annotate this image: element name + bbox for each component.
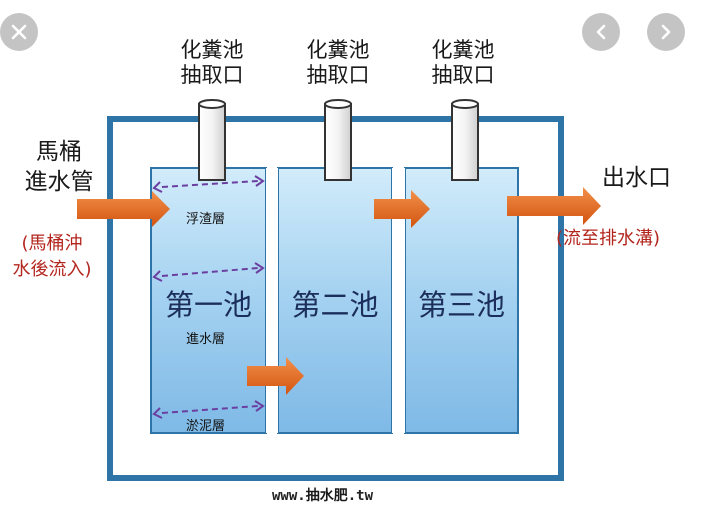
inlet-label-line2: 進水管: [24, 169, 94, 195]
pipe-1: [198, 99, 226, 181]
inlet-label: 馬桶 進水管: [14, 137, 104, 197]
inlet-arrow: [77, 191, 170, 227]
chamber-third-label: 第三池: [417, 288, 505, 322]
footer-url-prefix: www.: [272, 488, 306, 504]
scum-layer-label: 浮渣層: [186, 212, 226, 227]
sludge-layer-label: 淤泥層: [186, 419, 226, 434]
pipe-label-3-line1: 化糞池: [431, 38, 495, 62]
chamber-first-label: 第一池: [164, 288, 252, 322]
inlet-label-line1: 馬桶: [36, 139, 82, 165]
transfer-arrow-high: [374, 190, 430, 228]
pipe-label-1: 化糞池 抽取口: [157, 38, 267, 88]
footer-brand: 抽水肥: [305, 488, 348, 504]
pipe-label-1-line2: 抽取口: [180, 63, 244, 87]
pipe-label-2: 化糞池 抽取口: [283, 38, 393, 88]
outlet-arrow: [507, 187, 601, 225]
next-button[interactable]: [647, 13, 685, 51]
partition-wall-1: [266, 168, 278, 433]
partition-wall-2: [392, 168, 405, 433]
scum-layer-arrow: [152, 175, 265, 193]
outlet-note: (流至排水溝): [556, 228, 661, 249]
inlet-note-line1: (馬桶沖: [21, 233, 83, 254]
pipe-label-3-line2: 抽取口: [431, 63, 495, 87]
pipe-label-2-line1: 化糞池: [306, 38, 370, 62]
pipe-label-1-line1: 化糞池: [180, 38, 244, 62]
inlet-note-line2: 水後流入): [12, 259, 92, 280]
water-layer-label: 進水層: [186, 332, 226, 347]
pipe-label-2-line2: 抽取口: [306, 63, 370, 87]
inlet-note: (馬桶沖 水後流入): [2, 231, 102, 283]
pipe-2: [324, 99, 352, 181]
water-layer-arrow: [152, 262, 265, 282]
chamber-second-label: 第二池: [291, 288, 379, 322]
transfer-arrow-low: [247, 357, 304, 395]
sludge-layer-arrow: [152, 400, 265, 419]
chevron-right-icon: [661, 24, 671, 40]
outlet-label: 出水口: [602, 165, 671, 191]
pipe-label-3: 化糞池 抽取口: [408, 38, 518, 88]
close-button[interactable]: [0, 13, 38, 51]
footer-url-suffix: .tw: [347, 488, 374, 504]
footer-url: www.抽水肥.tw: [272, 485, 373, 505]
close-icon: [11, 24, 27, 40]
pipe-3: [451, 99, 479, 181]
chevron-left-icon: [596, 24, 606, 40]
previous-button[interactable]: [582, 13, 620, 51]
